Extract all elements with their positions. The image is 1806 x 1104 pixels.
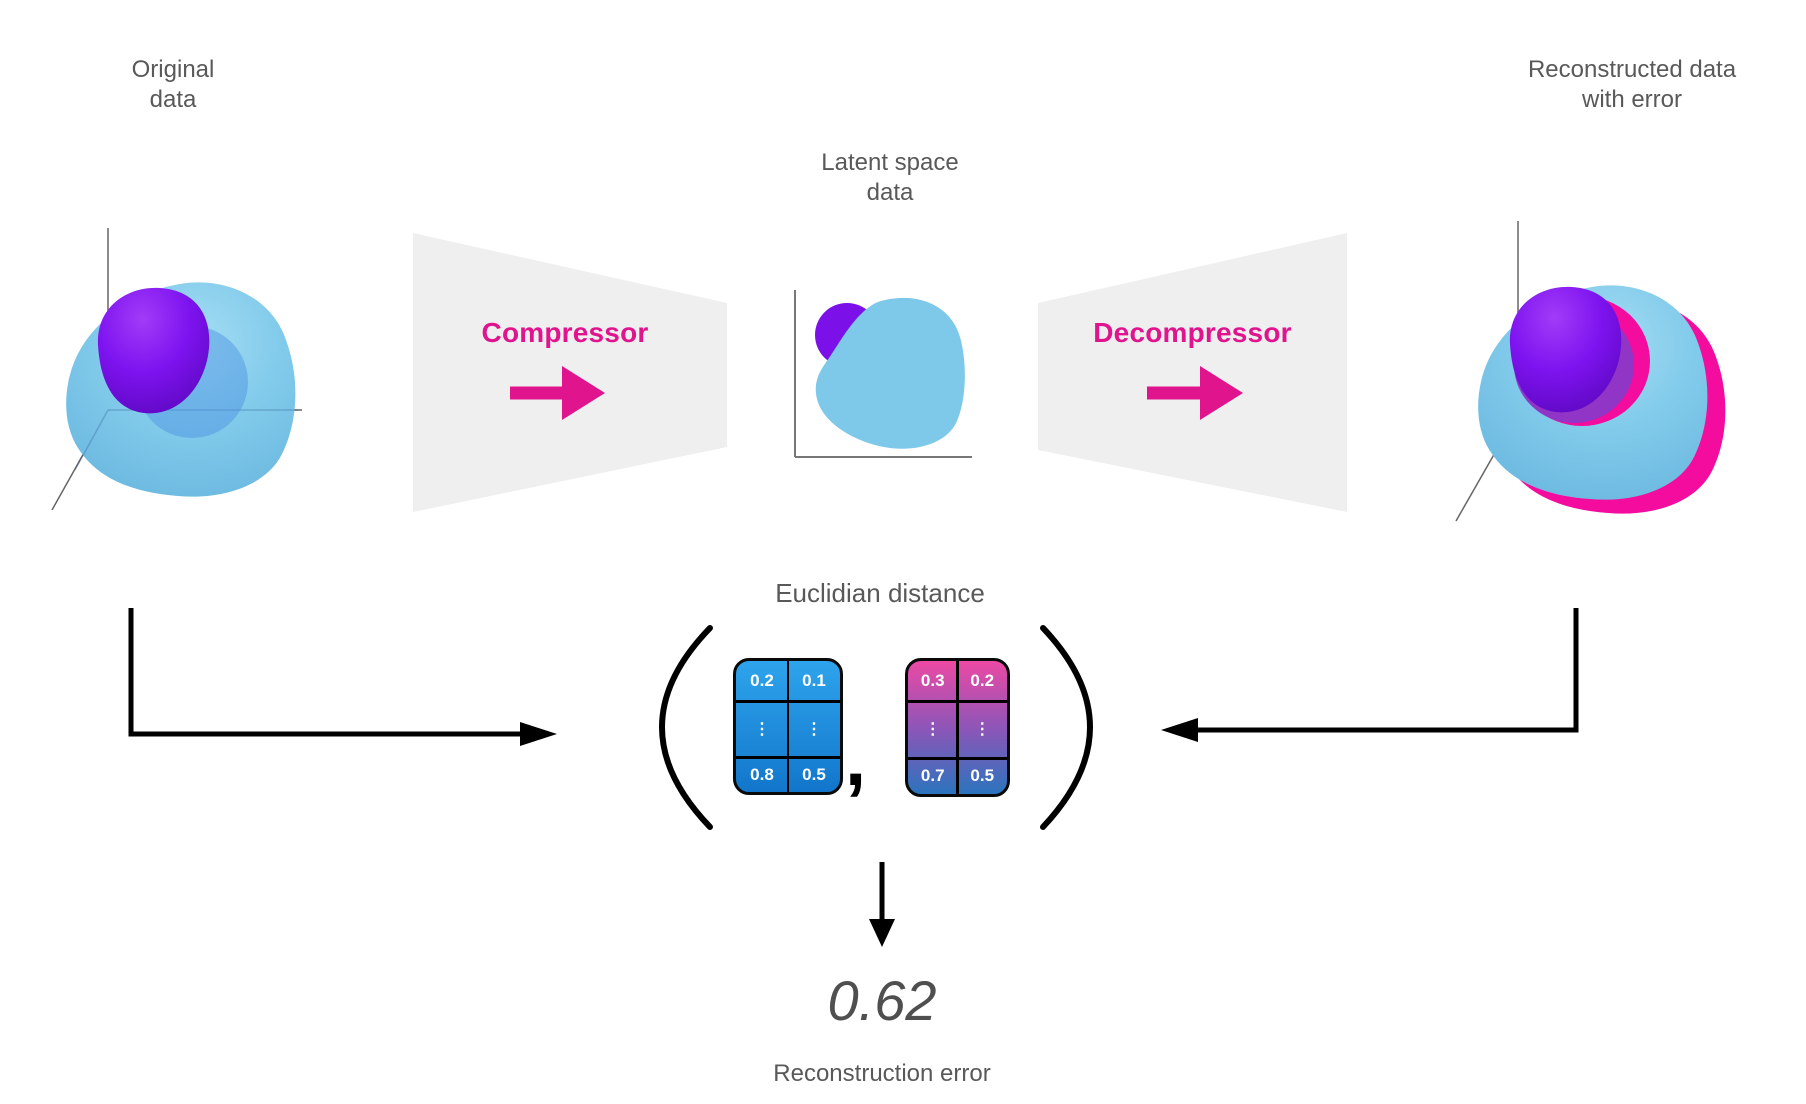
purple-sphere xyxy=(97,287,210,414)
latent-axes xyxy=(794,290,972,458)
euclidian-distance-title: Euclidian distance xyxy=(775,578,985,608)
matrix-cell: 0.2 xyxy=(970,671,995,690)
reconstructed-data-label-line1: Reconstructed data xyxy=(1527,56,1737,83)
latent-space-figure xyxy=(794,290,972,458)
matrix-col-divider xyxy=(956,661,959,794)
matrix-cell: 0.3 xyxy=(920,671,945,690)
matrix-dots: ⋮ xyxy=(754,721,770,738)
axis-showthrough-diag xyxy=(74,409,109,471)
decompressor-arrow-icon xyxy=(1147,366,1243,420)
connector-right-arrow-icon xyxy=(1161,608,1579,742)
matrix-row-divider xyxy=(908,700,1007,703)
reconstructed-data-label-line2: with error xyxy=(1581,86,1683,113)
matrix-col-divider xyxy=(786,661,790,792)
matrix-cell: 0.5 xyxy=(802,764,826,784)
matrix-dots: ⋮ xyxy=(924,721,941,738)
to-error-arrow-icon xyxy=(869,862,895,947)
matrix-cell: 0.7 xyxy=(920,765,945,785)
connector-left-arrow-icon xyxy=(128,608,557,746)
reconstructed-data-label: Reconstructed data with error xyxy=(1487,55,1777,115)
original-matrix: 0.2 0.1 ⋮ ⋮ 0.8 0.5 xyxy=(733,658,843,795)
reconstruction-error-caption: Reconstruction error xyxy=(773,1060,991,1087)
latent-space-label-line1: Latent space xyxy=(821,149,959,176)
decompressor-trapezoid xyxy=(1038,233,1347,512)
decompressor-label: Decompressor xyxy=(1093,317,1292,348)
original-data-label-line1: Original xyxy=(131,56,215,83)
purple-sphere-right xyxy=(1509,286,1622,413)
compressor-label: Compressor xyxy=(481,317,649,348)
decompressor-block xyxy=(1038,233,1347,512)
compressor-arrow-icon xyxy=(510,366,605,420)
matrix-row-divider xyxy=(736,700,840,703)
original-data-figure xyxy=(51,228,302,510)
reconstruction-error-value: 0.62 xyxy=(827,969,937,1032)
matrix-cell: 0.2 xyxy=(750,671,774,690)
compressor-block xyxy=(413,233,727,512)
matrix-cell: 0.8 xyxy=(750,764,774,784)
matrix-row-divider xyxy=(736,756,840,759)
matrix-dots: ⋮ xyxy=(806,721,822,738)
matrix-dots: ⋮ xyxy=(974,721,991,738)
matrix-cell: 0.1 xyxy=(802,671,826,690)
latent-space-label-line2: data xyxy=(866,179,914,206)
matrix-row-divider xyxy=(908,757,1007,760)
latent-blue-blob xyxy=(815,297,965,449)
left-paren xyxy=(659,625,713,830)
latent-space-label: Latent space data xyxy=(780,148,1000,208)
original-data-label: Original data xyxy=(58,55,288,115)
comma-separator: , xyxy=(845,717,867,802)
matrix-cell: 0.5 xyxy=(970,765,995,785)
original-data-label-line2: data xyxy=(149,86,197,113)
reconstructed-matrix: 0.3 0.2 ⋮ ⋮ 0.7 0.5 xyxy=(905,658,1010,797)
right-paren xyxy=(1040,625,1093,830)
parentheses xyxy=(659,625,1093,830)
reconstructed-data-figure xyxy=(1455,221,1726,522)
